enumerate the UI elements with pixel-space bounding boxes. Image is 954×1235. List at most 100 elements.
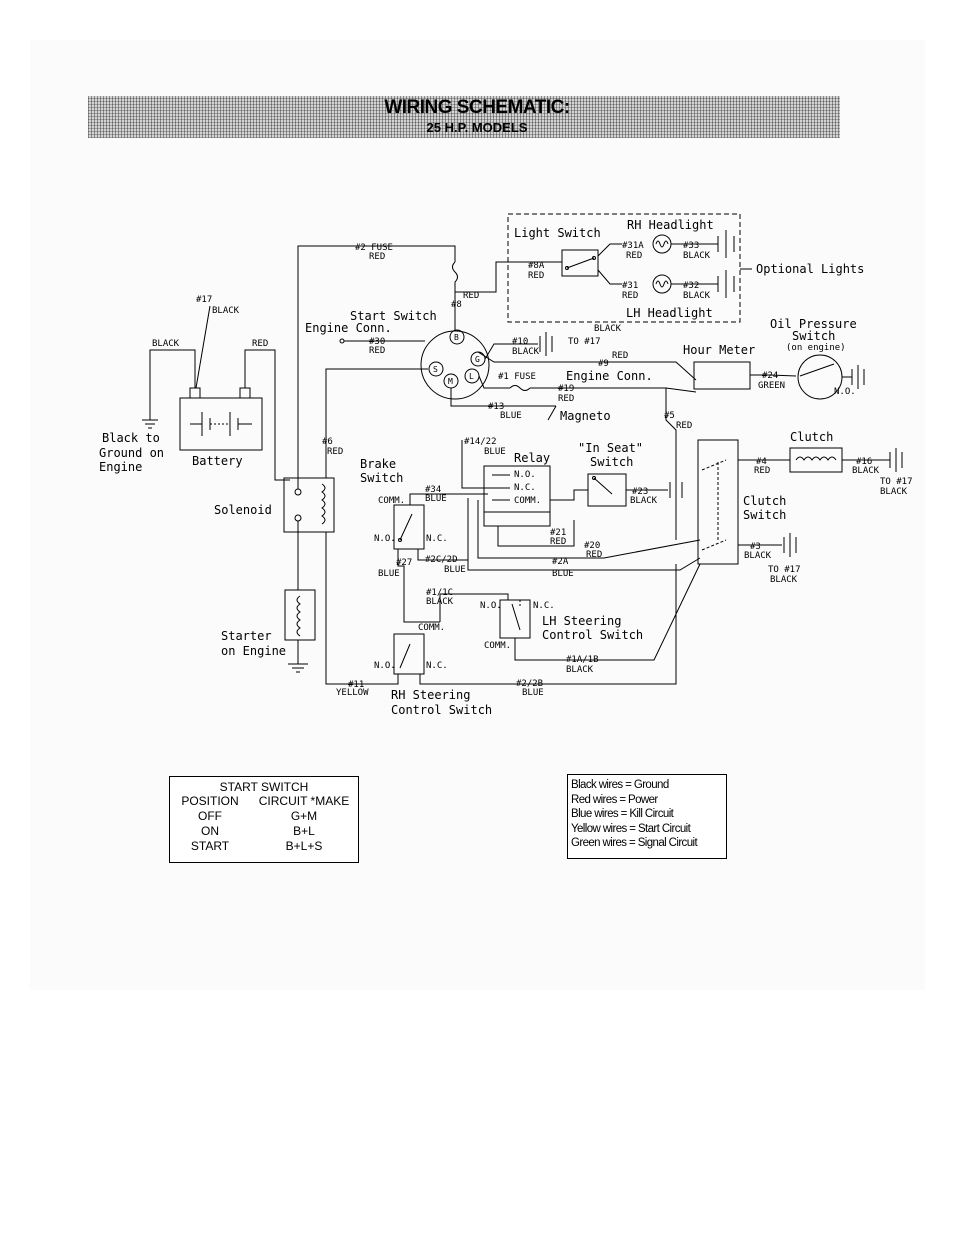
wire-30-color: RED bbox=[369, 346, 385, 356]
rh-nc-label: N.C. bbox=[426, 661, 448, 671]
light-switch-label: Light Switch bbox=[514, 226, 601, 240]
wire-1a-1b-color: BLACK bbox=[566, 665, 594, 675]
wire-11-color: YELLOW bbox=[336, 688, 369, 698]
wire-33-color: BLACK bbox=[683, 251, 711, 261]
wire-2c-2d-color: BLUE bbox=[444, 565, 466, 575]
wire-3-color: BLACK bbox=[744, 551, 772, 561]
wire-8-label: #8 bbox=[451, 300, 462, 310]
wire-4-color: RED bbox=[754, 466, 770, 476]
clutch-switch bbox=[697, 439, 739, 565]
wire-34-label: #34 bbox=[425, 485, 441, 495]
hour-meter bbox=[693, 361, 751, 390]
wire-30-label: #30 bbox=[369, 337, 385, 347]
wire-2-fuse-color: RED bbox=[369, 252, 385, 262]
magneto-label: Magneto bbox=[560, 409, 611, 423]
wire-24-color: GREEN bbox=[758, 381, 785, 391]
wire-13-color: BLUE bbox=[500, 411, 522, 421]
ground-label-3: Engine bbox=[99, 460, 142, 474]
wire-31a-color: RED bbox=[626, 251, 642, 261]
wire-2-fuse-label: #2 FUSE bbox=[355, 243, 393, 253]
clutch-switch-label-2: Switch bbox=[743, 508, 786, 522]
rh-steering-switch bbox=[393, 633, 425, 675]
wire-9-label: #9 bbox=[598, 359, 609, 369]
wire-27-color: BLUE bbox=[378, 569, 400, 579]
fuse-2-wire: #2 FUSE RED #8 RED bbox=[297, 243, 508, 440]
lh-nc-label: N.C. bbox=[533, 601, 555, 611]
wire-8a-label: #8A bbox=[528, 261, 545, 271]
wire-31a-label: #31A bbox=[622, 241, 644, 251]
wire-2a-color: BLUE bbox=[552, 569, 574, 579]
table-cell: B+L+S bbox=[285, 839, 323, 853]
wire-16-to-label: TO #17 bbox=[880, 477, 913, 487]
legend-item: Red wires = Power bbox=[571, 793, 658, 806]
wire-color-legend: Black wires = Ground Red wires = Power B… bbox=[567, 774, 727, 859]
wire-2-2b-label: #2/2B bbox=[516, 679, 543, 689]
clutch-switch-label-1: Clutch bbox=[743, 494, 786, 508]
relay-label: Relay bbox=[514, 451, 550, 465]
rh-steering-label-1: RH Steering bbox=[391, 688, 470, 702]
rh-comm-label: COMM. bbox=[418, 623, 445, 633]
wire-32-label: #32 bbox=[683, 281, 699, 291]
rh-headlight-label: RH Headlight bbox=[627, 218, 714, 232]
terminal-l: L bbox=[469, 372, 474, 381]
wire-3-label: #3 bbox=[750, 542, 761, 552]
wire-10-color: BLACK bbox=[512, 347, 540, 357]
starter-label-2: on Engine bbox=[221, 644, 286, 658]
solenoid bbox=[283, 440, 335, 533]
brake-comm-label: COMM. bbox=[378, 496, 405, 506]
brake-nc-label: N.C. bbox=[426, 534, 448, 544]
wire-21-color: RED bbox=[550, 537, 566, 547]
wire-1-1c-color: BLACK bbox=[426, 597, 454, 607]
legend-item: Yellow wires = Start Circuit bbox=[571, 822, 691, 835]
wire-13-label: #13 bbox=[488, 402, 504, 412]
relay-no-label: N.O. bbox=[514, 470, 536, 480]
terminal-s: S bbox=[433, 365, 438, 374]
wire-20-color: RED bbox=[586, 550, 602, 560]
wire-16-label: #16 bbox=[856, 457, 872, 467]
wire-32-color: BLACK bbox=[683, 291, 711, 301]
legend-item: Black wires = Ground bbox=[571, 779, 669, 791]
fuse-1-label: #1 FUSE bbox=[498, 372, 536, 382]
optional-lights-box: Light Switch RH Headlight LH Headlight O… bbox=[507, 213, 864, 323]
wire-11-label: #11 bbox=[348, 680, 364, 690]
wire-17-label: #17 bbox=[196, 295, 212, 305]
oil-pressure-label-3: (on engine) bbox=[786, 343, 846, 353]
table-cell: START bbox=[190, 839, 230, 853]
wire-1-1c-label: #1/1C bbox=[426, 588, 453, 598]
header-position: POSITION bbox=[181, 794, 239, 808]
table-cell: G+M bbox=[290, 809, 318, 823]
start-switch-table-header: POSITION CIRCUIT *MAKE bbox=[170, 794, 358, 809]
lh-headlight-label: LH Headlight bbox=[626, 306, 713, 320]
table-cell: B+L bbox=[293, 824, 315, 838]
wire-17-color: BLACK bbox=[212, 306, 240, 316]
clutch-label: Clutch bbox=[790, 430, 833, 444]
wire-3-to-color: BLACK bbox=[770, 575, 798, 585]
rh-no-label: N.O. bbox=[374, 661, 396, 671]
engine-conn-2-label: Engine Conn. bbox=[566, 369, 653, 383]
relay-nc-label: N.C. bbox=[514, 483, 536, 493]
wire-19-color: RED bbox=[558, 394, 574, 404]
lights-ground-color: BLACK bbox=[594, 324, 622, 334]
wire-4-label: #4 bbox=[756, 457, 767, 467]
lh-steering-switch bbox=[499, 599, 531, 639]
lh-comm-label: COMM. bbox=[484, 641, 511, 651]
table-row: ON B+L bbox=[170, 824, 358, 839]
header-circuit: CIRCUIT *MAKE bbox=[258, 794, 350, 808]
ground-label-1: Black to bbox=[102, 431, 160, 445]
start-switch: B G L M S bbox=[420, 329, 490, 400]
wire-23-color: BLACK bbox=[630, 496, 658, 506]
wire-5-label: #5 bbox=[664, 411, 675, 421]
start-switch-table-title: START SWITCH bbox=[219, 780, 309, 794]
brake-switch bbox=[393, 504, 425, 550]
starter-label-1: Starter bbox=[221, 629, 272, 643]
table-row: OFF G+M bbox=[170, 809, 358, 824]
wire-20-label: #20 bbox=[584, 541, 600, 551]
engine-conn-label: Engine Conn. bbox=[305, 321, 392, 335]
hour-meter-label: Hour Meter bbox=[683, 343, 755, 357]
battery bbox=[179, 387, 263, 451]
wire-8a-color: RED bbox=[528, 271, 544, 281]
wire-23-label: #23 bbox=[632, 487, 648, 497]
wire-16-to-color: BLACK bbox=[880, 487, 908, 497]
wire-19-label: #19 bbox=[558, 384, 574, 394]
